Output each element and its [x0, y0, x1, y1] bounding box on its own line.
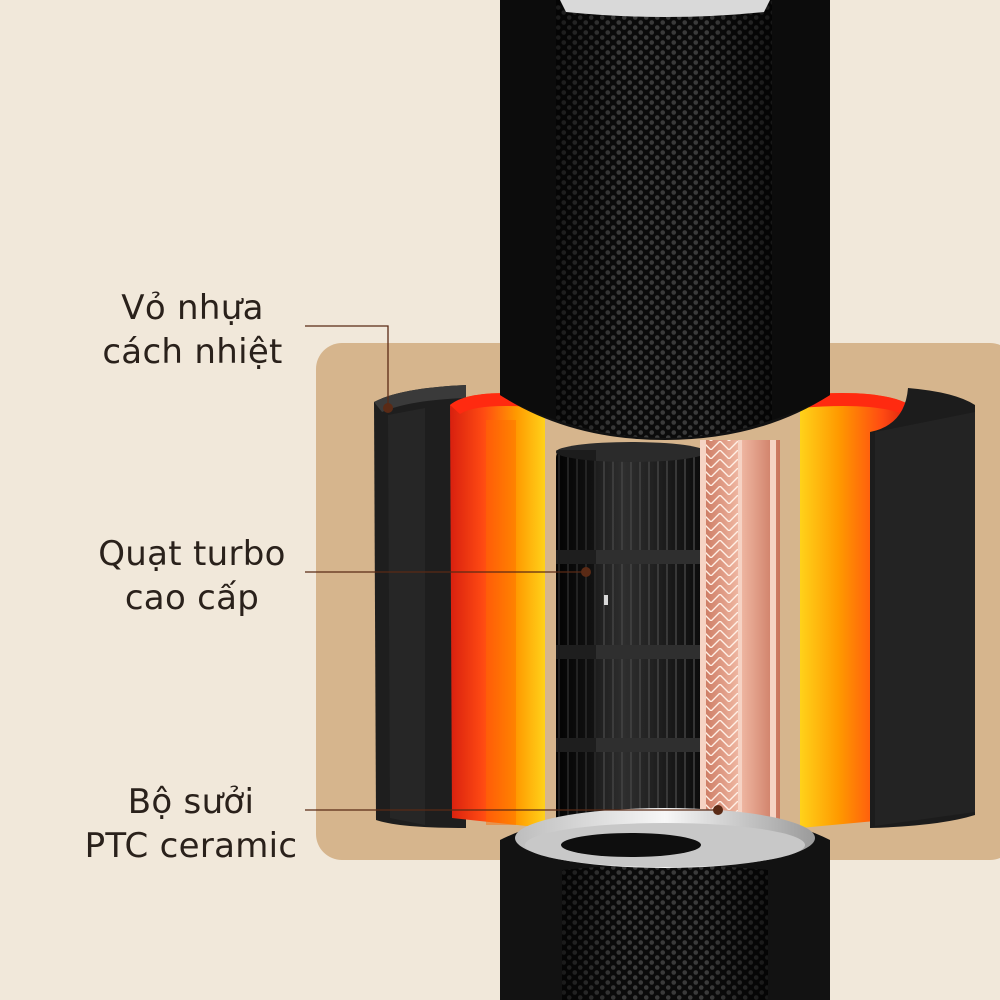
label-fan-line1: Quạt turbo — [98, 534, 286, 574]
tower-bottom-section — [500, 808, 830, 1000]
tower-top-section — [500, 0, 830, 440]
label-heater-line2: PTC ceramic — [84, 826, 298, 866]
label-shell-line1: Vỏ nhựa — [121, 288, 264, 328]
label-heater-line1: Bộ sưởi — [127, 782, 255, 822]
label-fan-line2: cao cấp — [124, 578, 260, 618]
left-heat-layer — [450, 392, 545, 828]
label-insulated-shell: Vỏ nhựa cách nhiệt — [80, 286, 305, 374]
turbo-fan — [556, 442, 706, 830]
leader-line-shell — [305, 325, 393, 413]
label-ptc-heater: Bộ sưởi PTC ceramic — [60, 780, 322, 868]
ptc-ceramic-element — [700, 440, 780, 870]
left-shell-panel — [374, 385, 466, 828]
label-shell-line2: cách nhiệt — [102, 332, 283, 372]
leader-line-fan — [305, 567, 591, 577]
label-turbo-fan: Quạt turbo cao cấp — [72, 532, 312, 620]
right-shell-panel — [870, 388, 975, 828]
leader-line-heater — [305, 805, 723, 815]
